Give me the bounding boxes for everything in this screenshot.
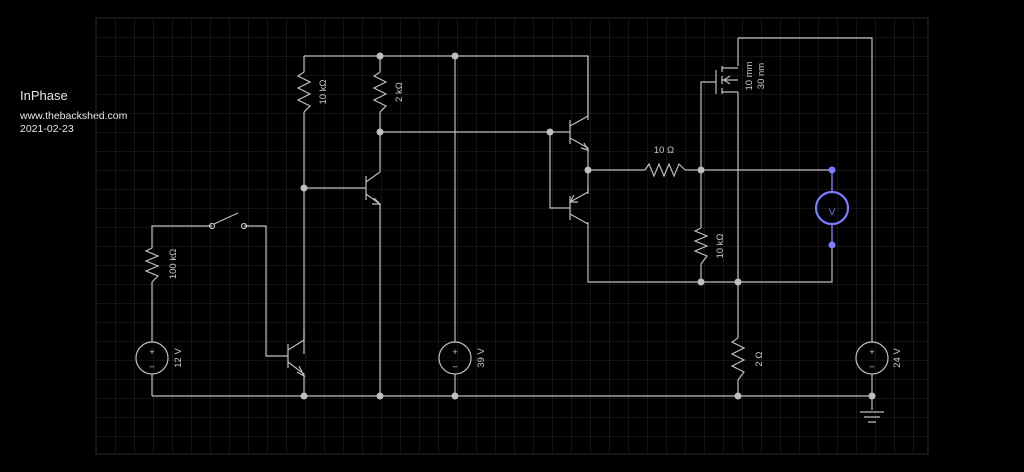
component-labels: 10 kΩ 2 kΩ 100 kΩ 10 Ω 10 kΩ 2 Ω 12 V 39…: [168, 61, 903, 367]
label-r-2k: 2 kΩ: [394, 82, 405, 102]
src-24v-plus: +: [869, 347, 875, 358]
label-r-10: 10 Ω: [654, 145, 674, 156]
source-12v[interactable]: + −: [135, 341, 169, 375]
grid-background: [95, 17, 929, 455]
pnp-transistor-lower: [568, 186, 589, 225]
resistor-10k-right: [693, 227, 709, 265]
src-39v-minus: −: [452, 362, 458, 373]
src-12v-plus: +: [149, 347, 155, 358]
label-r-2: 2 Ω: [754, 351, 765, 366]
junctions: [300, 52, 876, 400]
label-r-100k: 100 kΩ: [168, 249, 179, 279]
ground-symbol: [860, 411, 884, 423]
mosfet: [715, 66, 738, 94]
npn-transistor-upper: [550, 56, 590, 156]
source-24v[interactable]: + −: [855, 341, 889, 375]
date-label: 2021-02-23: [20, 123, 74, 136]
src-24v-minus: −: [869, 362, 875, 373]
src-39v-plus: +: [452, 347, 458, 358]
npn-transistor-2: [287, 330, 306, 380]
resistor-2-ohm: [730, 337, 746, 381]
label-r-10k-right: 10 kΩ: [715, 233, 726, 258]
label-src-24v: 24 V: [892, 348, 903, 368]
label-r-10k-left: 10 kΩ: [318, 79, 329, 104]
circuit-title: InPhase: [20, 88, 68, 103]
label-mosfet-l: 30 nm: [756, 63, 767, 89]
resistor-10-ohm: [644, 162, 686, 178]
voltmeter[interactable]: V: [814, 166, 850, 249]
resistor-2k: [372, 71, 388, 113]
voltmeter-label: V: [829, 207, 836, 218]
source-39v[interactable]: + −: [438, 341, 472, 375]
resistor-100k: [144, 247, 160, 283]
label-mosfet-w: 10 mm: [744, 61, 755, 90]
src-12v-minus: −: [149, 362, 155, 373]
npn-transistor-1: [356, 171, 382, 205]
label-src-39v: 39 V: [476, 348, 487, 368]
label-src-12v: 12 V: [173, 348, 184, 368]
resistor-10k-left: [296, 71, 312, 113]
switch[interactable]: [208, 212, 248, 230]
